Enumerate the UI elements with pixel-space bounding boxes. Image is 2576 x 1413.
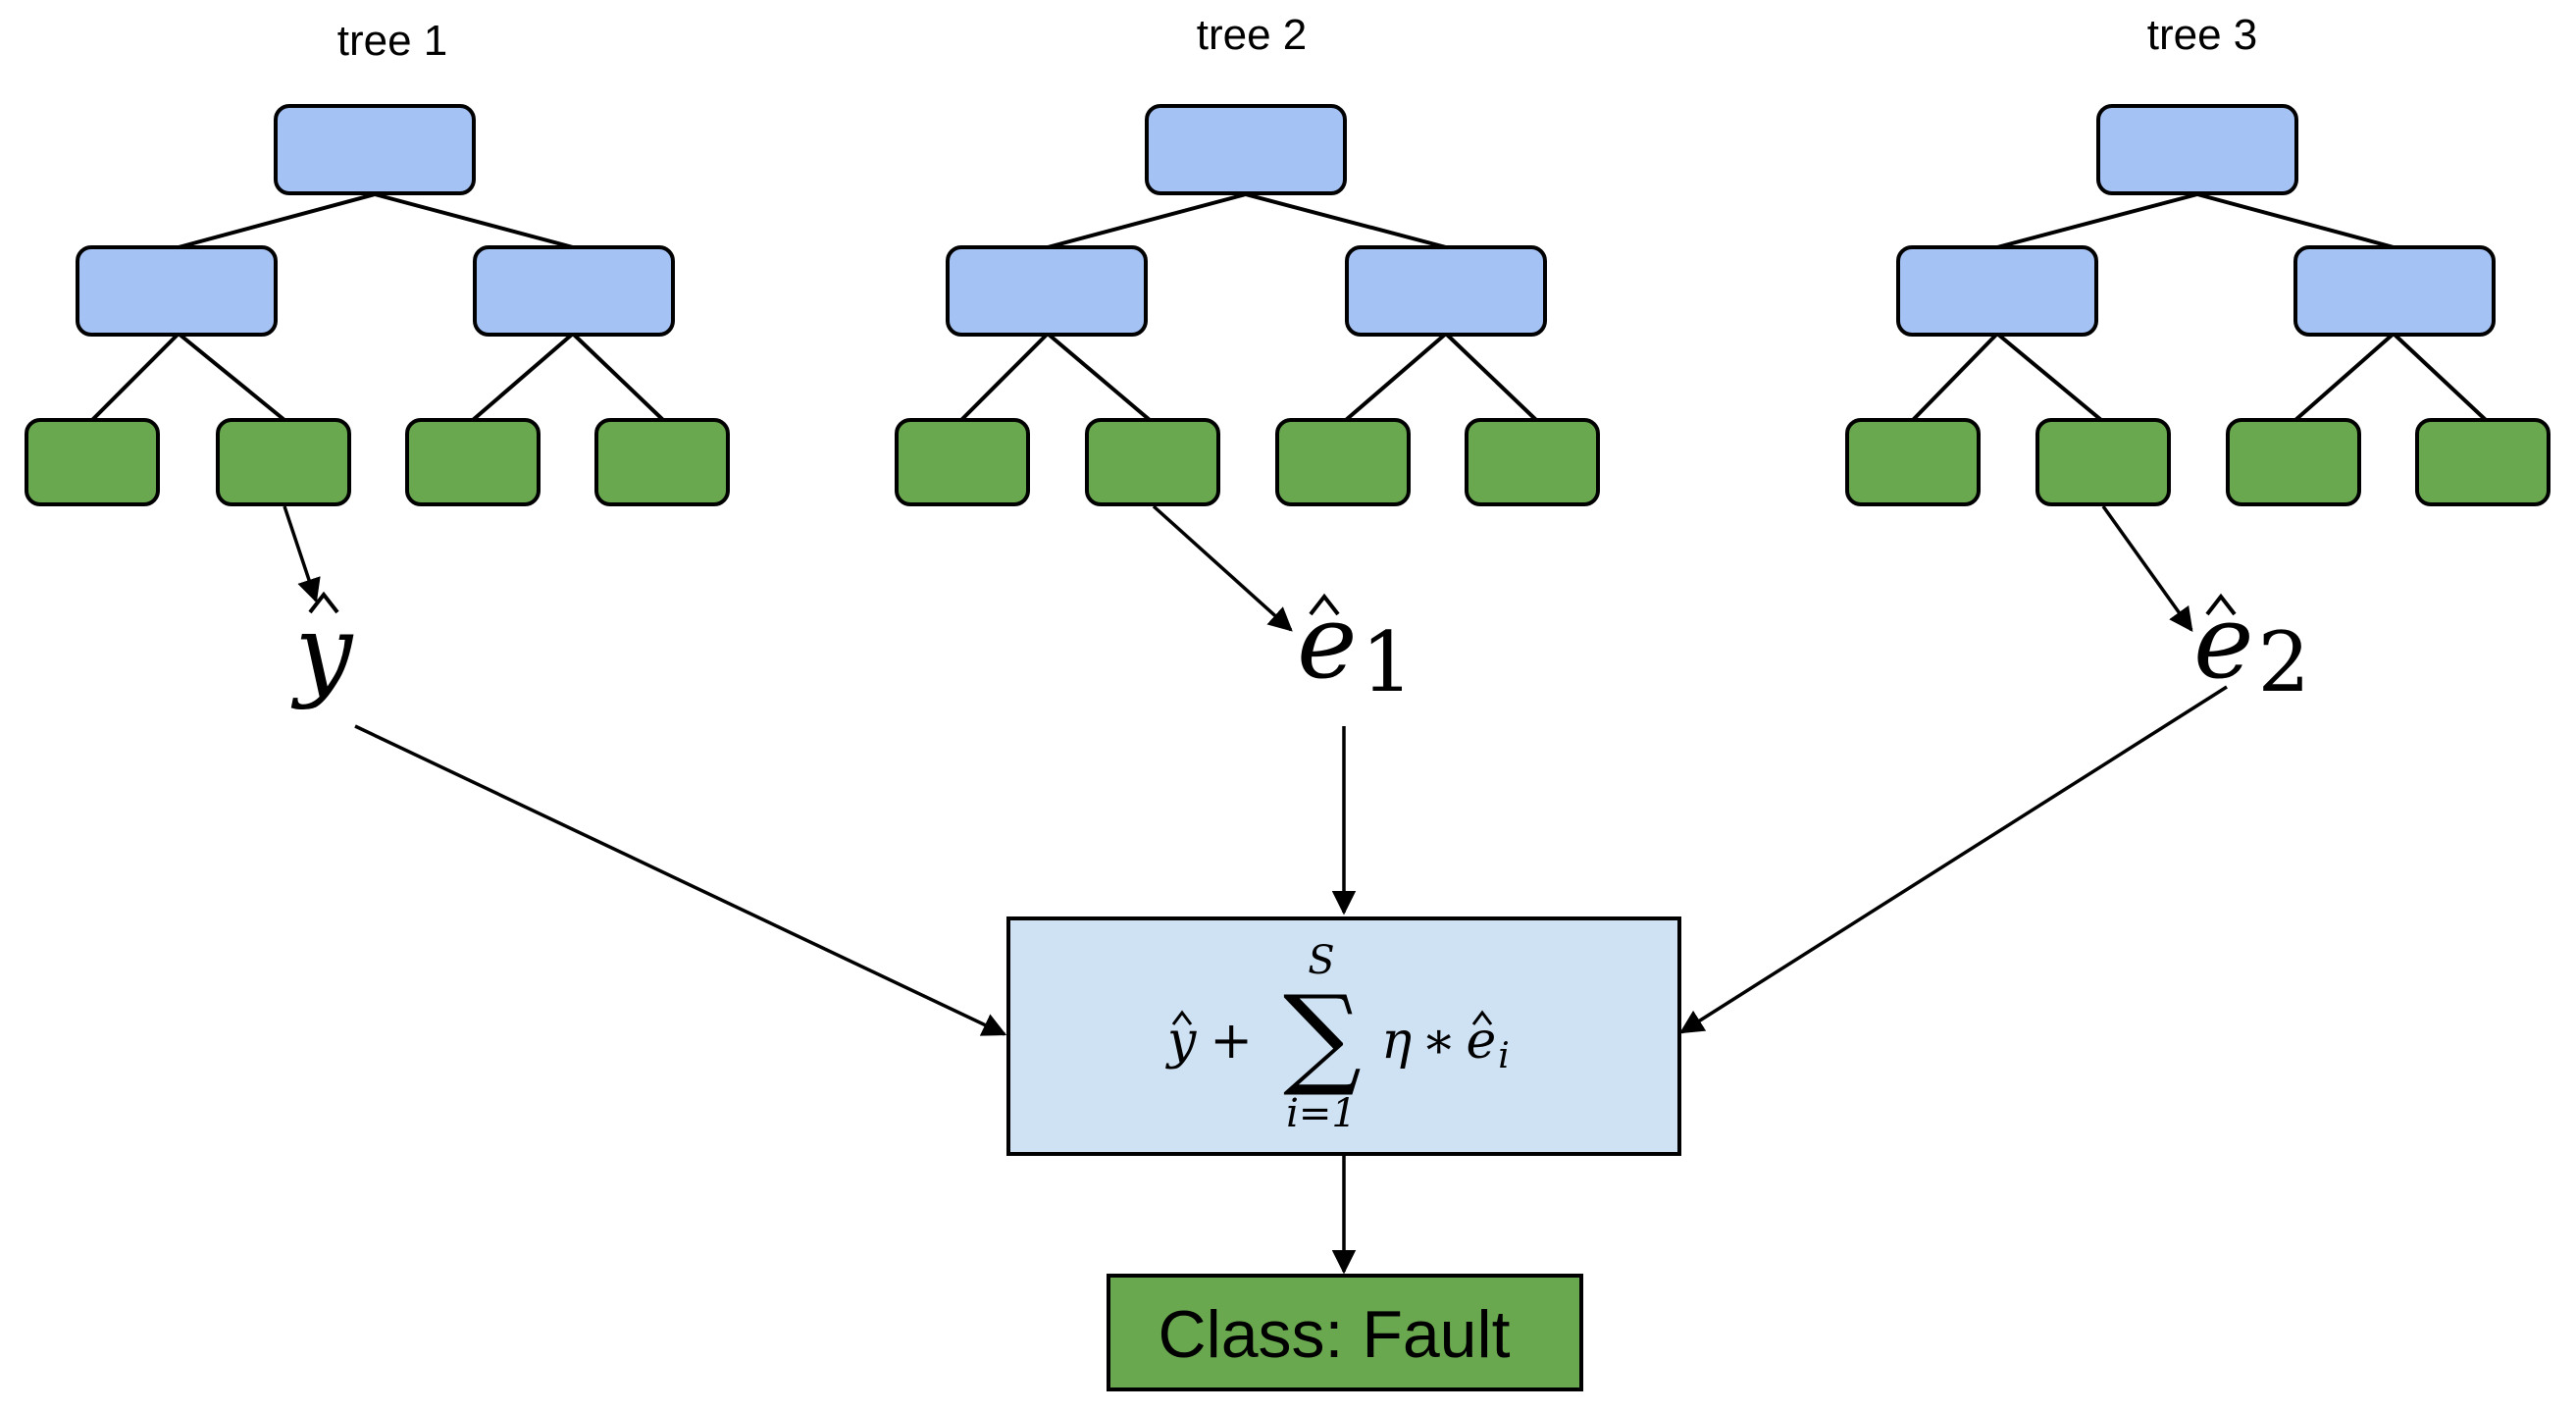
tree-2-root-node [1145,104,1347,195]
tree-3-leaf-3 [2226,418,2361,506]
arrow-y-to-combiner [354,724,1007,1036]
tree-1-edge-left-leaf2 [177,332,286,422]
tree-2-output-subscript: 1 [1362,614,1414,710]
tree-1-edge-right-leaf4 [571,332,665,422]
arrow-e2-to-combiner [1678,685,2228,1034]
formula-summand: η∗ei [1381,1012,1510,1076]
formula-residual-hat [1471,1010,1493,1025]
tree-1-output-hat [308,591,339,614]
tree-3-edge-right-leaf3 [2293,332,2396,422]
sum-upper-limit: S [1308,938,1334,983]
formula-plus: + [1210,1012,1253,1071]
tree-2-leaf-3 [1275,418,1411,506]
tree-2-edge-right-leaf3 [1344,332,1448,422]
tree-1-leaf-4 [594,418,730,506]
tree-1-left-node [76,245,278,337]
combiner: S y+ ∑ η∗ei i=1 [1006,916,1681,1156]
tree-3-edge-left-leaf2 [1995,332,2103,422]
formula-base-hat [1171,1010,1193,1025]
tree-3-output-arrow [2101,504,2193,632]
formula-main-line: y+ [1165,1012,1253,1071]
result-label: Class: Fault [1159,1297,1511,1372]
tree-1-output-symbol: y [291,592,354,711]
tree-1-edge-left-leaf1 [90,332,180,422]
tree-3-edge-right-leaf4 [2392,332,2488,422]
tree-1-leaf-1 [25,418,160,506]
tree-1-output-label: y [291,591,354,711]
tree-3-title: tree 3 [2147,11,2258,59]
tree-1: tree 1 y [25,17,730,711]
tree-2-title: tree 2 [1197,11,1308,59]
formula-eta: η [1381,1012,1412,1071]
tree-3-edge-root-right [2196,192,2395,249]
tree-3-leaf-2 [2035,418,2171,506]
formula-base-term: y [1165,1012,1197,1071]
tree-2-edge-left-leaf1 [959,332,1050,422]
tree-1-title: tree 1 [337,17,448,65]
tree-2-output-text: e1 [1297,582,1414,710]
tree-3-root-node [2096,104,2298,195]
formula-residual: e [1467,1012,1497,1071]
tree-2-leaf-4 [1465,418,1600,506]
tree-2-output-label: e1 [1297,582,1414,710]
tree-3-edge-root-left [1996,192,2198,249]
tree-1-edge-root-left [178,192,376,249]
tree-2-leaf-2 [1085,418,1220,506]
tree-1-leaf-3 [405,418,541,506]
tree-2-left-node [946,245,1148,337]
tree-2-edge-right-leaf4 [1444,332,1538,422]
tree-2-edge-left-leaf2 [1046,332,1152,422]
tree-3-output-label: e2 [2193,582,2310,710]
tree-1-output-arrow [283,505,321,603]
tree-3-output-hat [2205,593,2237,616]
tree-2: tree 2 e1 [895,11,1600,710]
tree-2-edge-root-right [1245,192,1447,249]
tree-3-output-text: e2 [2193,582,2310,710]
sum-lower-limit: i=1 [1286,1091,1357,1136]
tree-1-root-node [274,104,476,195]
tree-3-leaf-1 [1845,418,1981,506]
tree-3-right-node [2293,245,2496,337]
formula-residual-index: i [1498,1036,1510,1076]
tree-1-leaf-2 [216,418,351,506]
tree-3-left-node [1896,245,2098,337]
tree-2-output-arrow [1152,504,1293,632]
combiner-box [1006,916,1681,1156]
formula-times: ∗ [1421,1012,1456,1071]
formula-sigma: ∑ [1283,972,1362,1100]
tree-3-leaf-4 [2415,418,2550,506]
tree-3-edge-left-leaf1 [1911,332,1999,422]
tree-3-output-subscript: 2 [2258,614,2310,710]
tree-2-right-node [1345,245,1547,337]
tree-2-output-hat [1309,593,1340,616]
tree-2-edge-root-left [1047,192,1247,249]
result-box [1107,1274,1583,1391]
tree-1-right-node [473,245,675,337]
result: Class: Fault [1107,1274,1583,1391]
tree-3: tree 3 e2 [1845,11,2550,710]
tree-1-edge-right-leaf3 [471,332,575,422]
tree-2-leaf-1 [895,418,1030,506]
tree-1-edge-root-right [374,192,574,249]
